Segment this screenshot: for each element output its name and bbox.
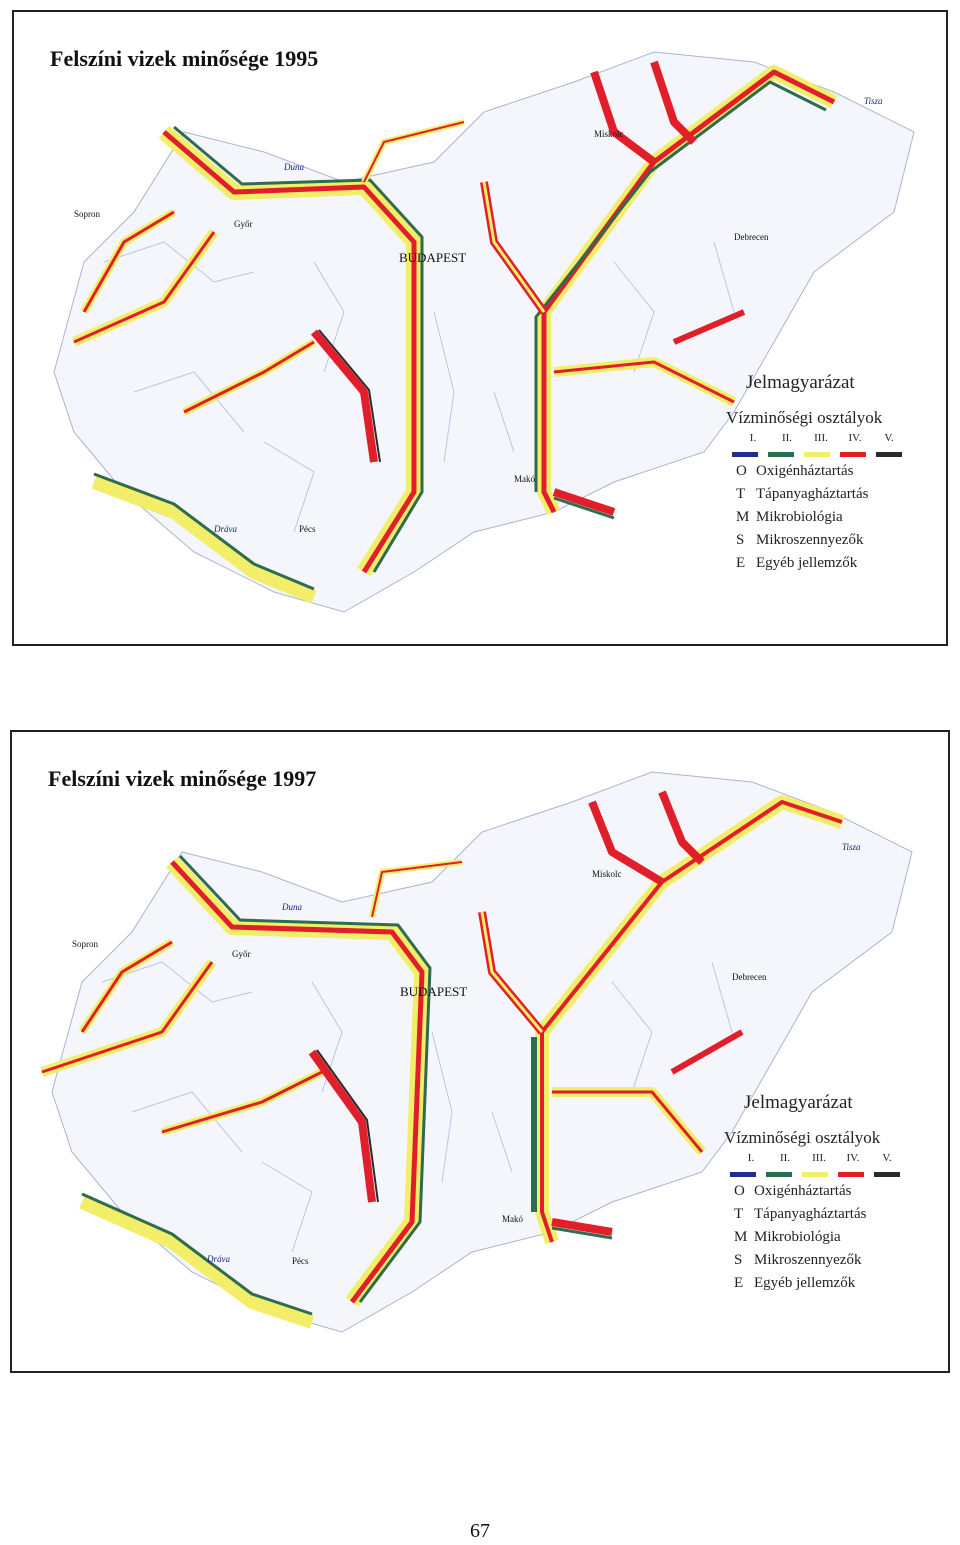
class-label: III. <box>812 1152 826 1164</box>
class-swatch <box>840 452 866 457</box>
class-swatch <box>730 1172 756 1177</box>
class-swatch <box>802 1172 828 1177</box>
city-label: Győr <box>234 219 253 229</box>
page-number: 67 <box>470 1520 490 1542</box>
city-label: Miskolc <box>592 869 622 879</box>
class-swatch <box>876 452 902 457</box>
city-label: Sopron <box>74 209 101 219</box>
river-label: Duna <box>281 902 302 912</box>
water-quality-map: BUDAPEST Sopron Győr Miskolc Debrecen Ma… <box>53 51 915 613</box>
class-label: III. <box>814 432 828 444</box>
class-label: V. <box>882 1152 892 1164</box>
city-label: Sopron <box>72 939 99 949</box>
class-label: V. <box>884 432 894 444</box>
class-labels: I. II. III. IV. V. <box>740 1152 934 1164</box>
class-swatch <box>768 452 794 457</box>
city-label: Pécs <box>299 524 316 534</box>
water-quality-map: BUDAPEST Sopron Győr Miskolc Debrecen Ma… <box>40 771 913 1333</box>
capital-label: BUDAPEST <box>399 250 466 265</box>
class-swatches <box>732 452 936 457</box>
class-swatch <box>804 452 830 457</box>
class-label: I. <box>749 432 757 444</box>
river-label: Dráva <box>213 524 237 534</box>
legend: Jelmagyarázat Vízminőségi osztályok I. I… <box>724 1092 934 1292</box>
river-label: Tisza <box>864 96 883 106</box>
map-title: Felszíni vizek minősége 1997 <box>48 766 317 791</box>
class-label: IV. <box>846 1152 860 1164</box>
city-label: Debrecen <box>734 232 769 242</box>
legend-title: Jelmagyarázat <box>744 1092 853 1113</box>
class-swatch <box>874 1172 900 1177</box>
river-label: Duna <box>283 162 304 172</box>
class-swatches <box>730 1172 934 1177</box>
river-label: Dráva <box>206 1254 230 1264</box>
city-label: Miskolc <box>594 129 624 139</box>
city-label: Makó <box>514 474 535 484</box>
class-swatch <box>766 1172 792 1177</box>
map-panel-1997: Felszíni vizek minősége 1997 <box>10 730 950 1373</box>
class-label: I. <box>747 1152 755 1164</box>
city-label: Pécs <box>292 1256 309 1266</box>
city-label: Győr <box>232 949 251 959</box>
class-label: II. <box>779 1152 791 1164</box>
legend-title: Jelmagyarázat <box>746 372 855 393</box>
map-title: Felszíni vizek minősége 1995 <box>50 46 319 71</box>
capital-label: BUDAPEST <box>400 984 467 999</box>
class-labels: I. II. III. IV. V. <box>742 432 936 444</box>
class-label: IV. <box>848 432 862 444</box>
class-label: II. <box>781 432 793 444</box>
class-swatch <box>732 452 758 457</box>
legend-subtitle: Vízminőségi osztályok <box>726 408 883 427</box>
city-label: Makó <box>502 1214 523 1224</box>
class-swatch <box>838 1172 864 1177</box>
legend-subtitle: Vízminőségi osztályok <box>724 1128 881 1147</box>
river-label: Tisza <box>842 842 861 852</box>
map-panel-1995: Felszíni vizek minősége 1995 <box>12 10 948 646</box>
legend: Jelmagyarázat Vízminőségi osztályok I. I… <box>726 372 936 572</box>
city-label: Debrecen <box>732 972 767 982</box>
